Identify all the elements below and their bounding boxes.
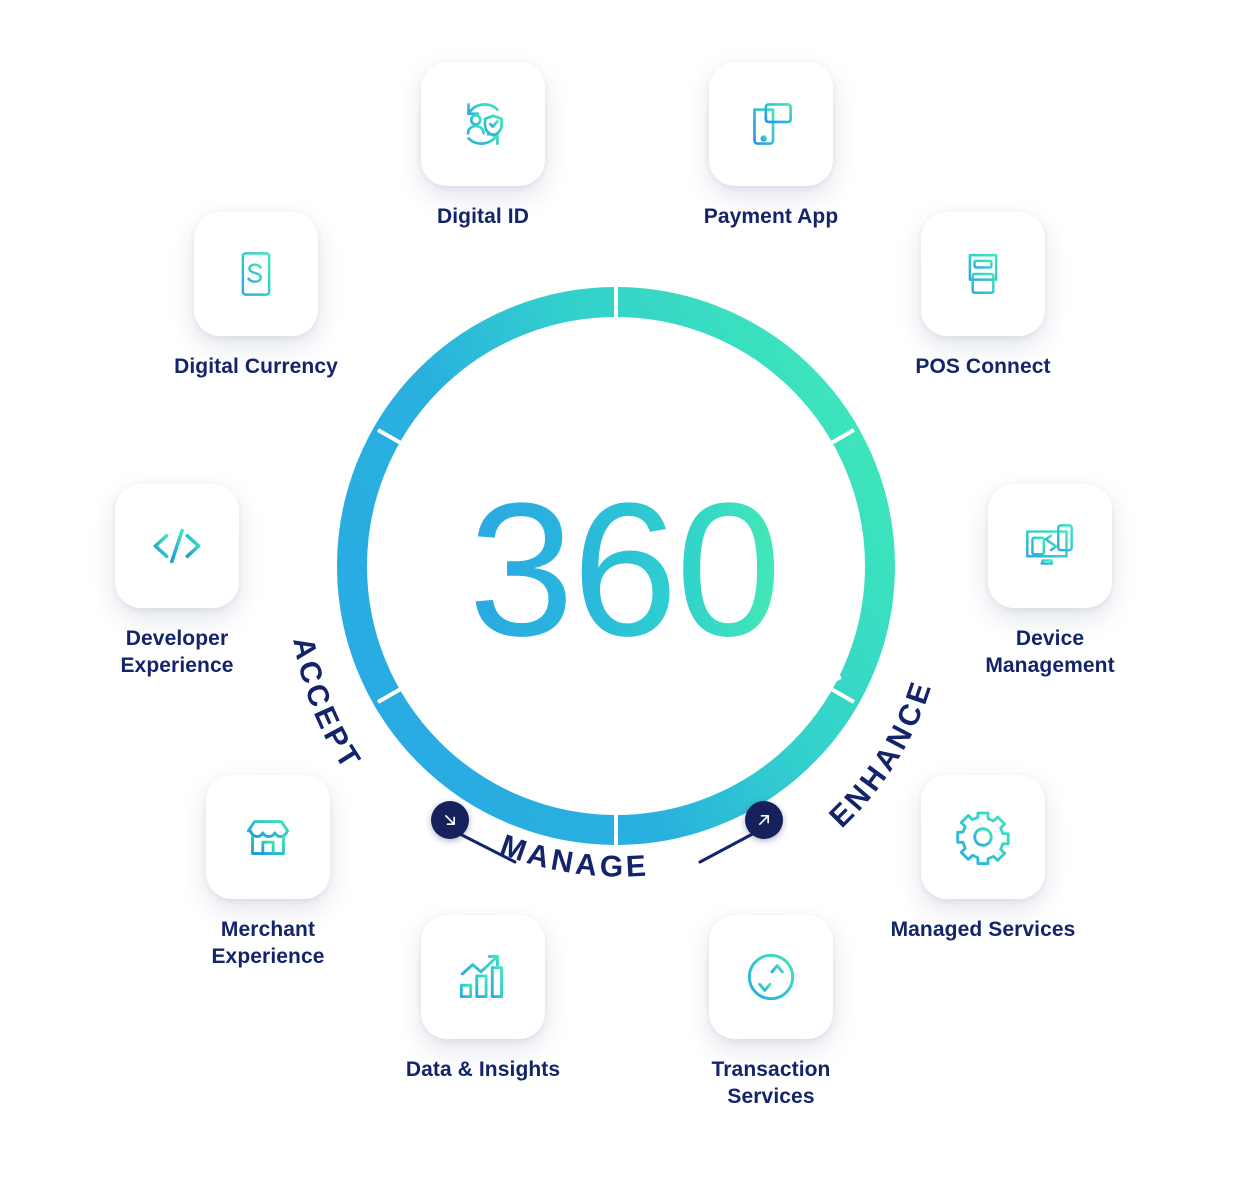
device-transfer-icon [1026, 524, 1073, 565]
phone-card-icon [753, 103, 792, 145]
arrow-up-right-icon [759, 815, 769, 825]
card-managed-services[interactable]: Managed Services [883, 775, 1083, 944]
code-brackets-icon [153, 528, 201, 564]
segmented-gradient-ring [322, 272, 910, 860]
manage-left-badge[interactable] [431, 801, 469, 839]
digital-id-tile [421, 62, 545, 186]
payment-app-tile [709, 62, 833, 186]
card-label: Developer Experience [120, 627, 234, 677]
bar-chart-trend-icon [459, 954, 504, 999]
card-digital-id[interactable]: Digital ID [383, 62, 583, 231]
arrow-down-right-icon [445, 815, 455, 825]
gear-icon [956, 811, 1010, 865]
card-label: Digital Currency [174, 355, 338, 378]
card-digital-currency[interactable]: Digital Currency [156, 212, 356, 381]
phone-dollar-icon [241, 252, 271, 296]
pos-terminal-icon [968, 254, 998, 294]
data-insights-tile [421, 915, 545, 1039]
card-data-insights[interactable]: Data & Insights [383, 915, 583, 1084]
card-label: Transaction Services [711, 1058, 831, 1108]
card-developer-experience[interactable]: Developer Experience [77, 484, 277, 679]
card-label: Managed Services [890, 918, 1076, 941]
card-label: Data & Insights [405, 1058, 561, 1081]
card-label: Merchant Experience [211, 918, 325, 968]
identity-refresh-shield-icon [466, 103, 503, 145]
circle-up-down-arrows-icon [747, 953, 795, 1001]
storefront-icon [246, 820, 290, 855]
managed-services-tile [921, 775, 1045, 899]
digital-currency-tile [194, 212, 318, 336]
developer-experience-tile [115, 484, 239, 608]
card-payment-app[interactable]: Payment App [671, 62, 871, 231]
card-pos-connect[interactable]: POS Connect [883, 212, 1083, 381]
card-label: Device Management [985, 627, 1115, 677]
card-label: Digital ID [436, 205, 529, 228]
card-transaction-services[interactable]: Transaction Services [671, 915, 871, 1110]
device-management-tile [988, 484, 1112, 608]
transaction-services-tile [709, 915, 833, 1039]
card-label: Payment App [703, 205, 839, 228]
card-label: POS Connect [915, 355, 1051, 378]
merchant-experience-tile [206, 775, 330, 899]
card-merchant-experience[interactable]: Merchant Experience [168, 775, 368, 970]
manage-right-badge[interactable] [745, 801, 783, 839]
card-device-management[interactable]: Device Management [950, 484, 1150, 679]
pos-connect-tile [921, 212, 1045, 336]
